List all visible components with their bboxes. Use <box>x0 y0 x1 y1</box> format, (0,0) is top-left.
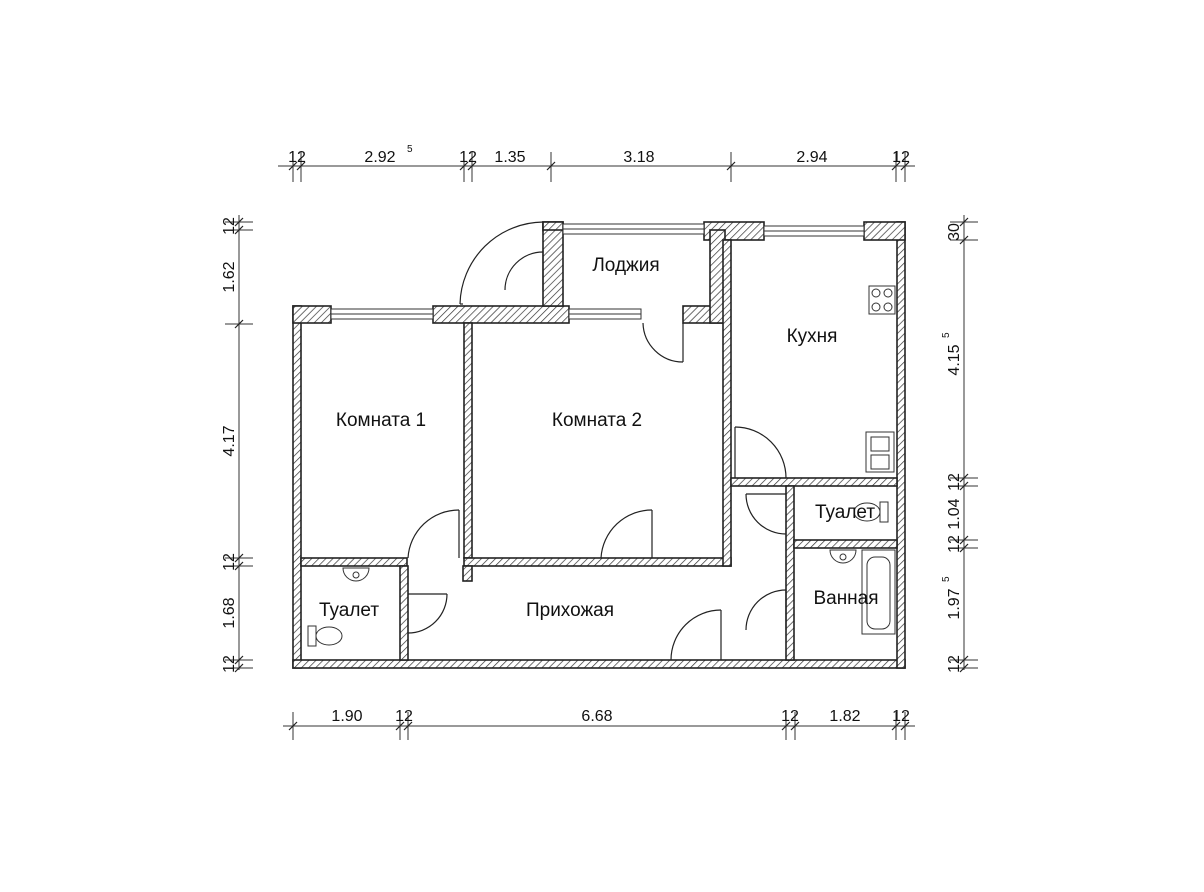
dim-right-e: 12 <box>946 535 963 553</box>
dim-left-e: 1.68 <box>221 597 238 628</box>
doors <box>407 221 787 661</box>
dim-bottom-d: 12 <box>781 708 799 725</box>
kitchen-sink-icon <box>865 431 895 473</box>
room-label-bathroom: Ванная <box>813 588 878 609</box>
dim-right-a: 30 <box>946 223 963 241</box>
stove-icon <box>868 285 896 315</box>
sink-right-icon <box>829 549 857 564</box>
dim-top-a: 12 <box>288 149 306 166</box>
room-label-loggia: Лоджия <box>592 255 659 276</box>
dim-left-c: 4.17 <box>221 425 238 456</box>
room-label-room2: Комната 2 <box>552 410 642 431</box>
room-label-kitchen: Кухня <box>787 326 838 347</box>
dim-top-e: 3.18 <box>623 149 654 166</box>
dim-left-d: 12 <box>221 553 238 571</box>
dim-right-b-sup: 5 <box>941 332 952 338</box>
dim-top-c: 12 <box>459 149 477 166</box>
room-label-hallway: Прихожая <box>526 600 614 621</box>
dimension-right: 30 4.15 5 12 1.04 12 1.97 5 12 <box>941 215 978 673</box>
dimension-bottom: 1.90 12 6.68 12 1.82 12 <box>283 708 915 740</box>
dim-bottom-b: 12 <box>395 708 413 725</box>
dim-right-g: 12 <box>946 655 963 673</box>
dim-right-f: 1.97 <box>946 588 963 619</box>
room-label-room1: Комната 1 <box>336 410 426 431</box>
toilet-left-icon <box>307 625 343 647</box>
toilet-right-icon <box>853 501 889 523</box>
dim-top-b: 2.92 <box>364 149 395 166</box>
dim-left-b: 1.62 <box>221 261 238 292</box>
room-label-toilet-right: Туалет <box>815 502 875 523</box>
dim-top-d: 1.35 <box>494 149 525 166</box>
dimension-left: 12 1.62 4.17 12 1.68 12 <box>221 215 253 673</box>
dim-bottom-f: 12 <box>892 708 910 725</box>
room-label-toilet-left: Туалет <box>319 600 379 621</box>
windows <box>330 223 865 320</box>
dim-left-a: 12 <box>221 217 238 235</box>
bathtub-icon <box>861 549 896 635</box>
dim-right-b: 4.15 <box>946 344 963 375</box>
dim-right-d: 1.04 <box>946 498 963 529</box>
dim-right-f-sup: 5 <box>941 576 952 582</box>
dim-left-f: 12 <box>221 655 238 673</box>
dim-top-f: 2.94 <box>796 149 827 166</box>
dim-bottom-e: 1.82 <box>829 708 860 725</box>
dim-bottom-c: 6.68 <box>581 708 612 725</box>
sink-left-icon <box>342 567 370 582</box>
dim-bottom-a: 1.90 <box>331 708 362 725</box>
walls <box>292 221 906 669</box>
dim-right-c: 12 <box>946 473 963 491</box>
dim-top-b-sup: 5 <box>407 144 413 155</box>
dim-top-g: 12 <box>892 149 910 166</box>
dimension-top: 12 2.92 5 12 1.35 3.18 2.94 12 <box>278 144 915 182</box>
